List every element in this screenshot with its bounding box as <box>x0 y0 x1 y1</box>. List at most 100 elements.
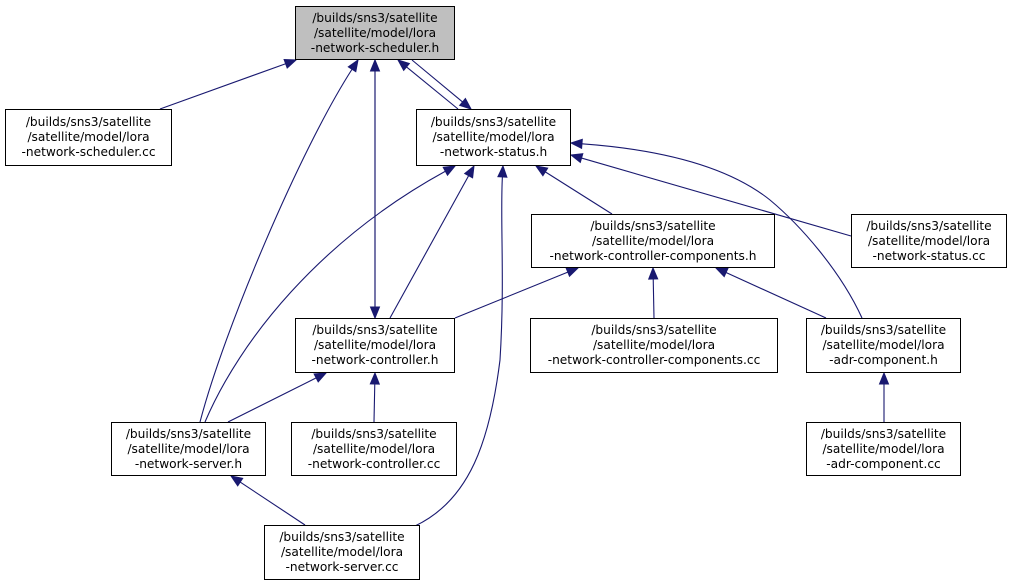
edge-line <box>199 68 353 423</box>
edge-line <box>159 63 286 110</box>
edge-line <box>581 157 852 237</box>
edge-line <box>454 271 569 319</box>
arrowhead <box>313 372 328 383</box>
file-node-status-h[interactable]: /builds/sns3/satellite/satellite/model/l… <box>416 109 571 166</box>
file-path-line: /builds/sns3/satellite <box>590 218 716 233</box>
file-path-line: -network-server.cc <box>285 560 399 574</box>
file-path-line: /satellite/model/lora <box>591 233 715 248</box>
file-path-line: /satellite/model/lora <box>313 25 437 40</box>
edge-line <box>389 175 470 319</box>
edge-adr-h-to-ctrl-comp-h <box>714 267 827 319</box>
edge-line <box>652 278 655 319</box>
edge-status-cc-to-status-h <box>569 153 852 237</box>
edge-line <box>581 143 863 319</box>
file-path-line: /satellite/model/lora <box>127 441 250 456</box>
file-path-line: /satellite/model/lora <box>822 441 945 456</box>
edge-line <box>373 383 376 423</box>
file-path-line: /builds/sns3/satellite <box>866 218 992 233</box>
edge-line <box>545 171 613 215</box>
file-node-status-cc[interactable]: /builds/sns3/satellite/satellite/model/l… <box>851 214 1007 268</box>
file-path-line: /builds/sns3/satellite <box>430 115 557 129</box>
edge-ctrl-comp-cc-to-ctrl-comp-h <box>647 266 659 319</box>
file-path-line: /satellite/model/lora <box>313 338 437 352</box>
arrowhead <box>878 371 890 385</box>
edge-server-h-to-status-h <box>204 165 457 423</box>
arrowhead <box>347 58 359 73</box>
file-path-line: /satellite/model/lora <box>312 441 436 456</box>
edge-server-h-to-controller-h <box>227 372 328 423</box>
file-path-line: -adr-component.cc <box>826 456 941 471</box>
edge-scheduler-h-to-controller-h <box>369 60 381 320</box>
arrowhead <box>442 165 457 177</box>
edge-controller-h-to-ctrl-comp-h <box>454 267 580 319</box>
file-node-adr-cc[interactable]: /builds/sns3/satellite/satellite/model/l… <box>806 422 961 476</box>
edge-line <box>411 59 463 103</box>
file-path-line: /builds/sns3/satellite <box>125 426 252 441</box>
edge-line <box>725 272 827 319</box>
file-path-line: /satellite/model/lora <box>280 545 404 559</box>
edge-controller-h-to-status-h <box>389 164 475 319</box>
file-path-line: -network-controller.cc <box>307 456 441 471</box>
file-path-line: -adr-component.h <box>829 353 938 367</box>
file-path-line: -network-status.cc <box>872 248 986 263</box>
file-path-line: /satellite/model/lora <box>867 233 991 248</box>
file-node-scheduler-h: /builds/sns3/satellite/satellite/model/l… <box>295 6 455 60</box>
arrowhead <box>534 165 549 177</box>
arrowhead <box>569 138 583 150</box>
arrowhead <box>569 153 584 164</box>
arrowhead <box>369 306 381 320</box>
edge-status-h-to-scheduler-h <box>396 59 459 110</box>
file-node-server-h[interactable]: /builds/sns3/satellite/satellite/model/l… <box>111 422 266 476</box>
file-node-ctrl-comp-cc[interactable]: /builds/sns3/satellite/satellite/model/l… <box>530 318 778 373</box>
edge-line <box>406 66 459 110</box>
file-node-controller-cc[interactable]: /builds/sns3/satellite/satellite/model/l… <box>291 422 457 476</box>
arrowhead <box>458 97 473 110</box>
file-path-line: -network-scheduler.cc <box>21 145 156 159</box>
arrowhead <box>647 266 659 280</box>
file-path-line: /builds/sns3/satellite <box>820 426 947 441</box>
file-path-line: -network-controller.h <box>311 353 439 367</box>
file-path-line: -network-controller-components.cc <box>547 353 761 367</box>
file-node-controller-h[interactable]: /builds/sns3/satellite/satellite/model/l… <box>295 318 455 373</box>
arrowhead <box>396 59 411 72</box>
file-path-line: /satellite/model/lora <box>592 338 716 352</box>
file-path-line: /builds/sns3/satellite <box>820 323 947 337</box>
edge-line <box>239 481 306 526</box>
file-path-line: /builds/sns3/satellite <box>279 530 405 544</box>
edge-line <box>414 176 503 527</box>
edge-ctrl-comp-h-to-status-h <box>534 165 613 215</box>
edge-line <box>227 377 317 423</box>
edge-server-cc-to-status-h <box>414 164 508 527</box>
edge-line <box>204 170 446 423</box>
edge-scheduler-cc-to-scheduler-h <box>159 58 298 110</box>
edge-controller-cc-to-controller-h <box>369 371 381 423</box>
arrowhead <box>283 58 298 69</box>
file-path-line: -network-scheduler.h <box>310 40 440 55</box>
file-path-line: /builds/sns3/satellite <box>311 426 437 441</box>
edge-adr-h-to-status-h <box>569 138 863 319</box>
file-path-line: -network-status.h <box>439 145 548 159</box>
file-path-line: -network-server.h <box>134 456 243 471</box>
file-path-line: -network-controller-components.h <box>549 248 757 263</box>
edge-scheduler-h-to-status-h <box>411 59 473 110</box>
arrowhead <box>369 371 381 385</box>
file-path-line: /builds/sns3/satellite <box>312 323 438 337</box>
file-node-server-cc[interactable]: /builds/sns3/satellite/satellite/model/l… <box>264 525 420 580</box>
file-path-line: /builds/sns3/satellite <box>312 10 438 25</box>
file-path-line: /builds/sns3/satellite <box>591 323 717 337</box>
arrowhead <box>229 475 244 487</box>
arrowhead <box>714 267 729 278</box>
file-path-line: /satellite/model/lora <box>432 130 555 144</box>
file-path-line: /satellite/model/lora <box>822 338 945 352</box>
file-path-line: /builds/sns3/satellite <box>25 115 152 129</box>
file-path-line: /satellite/model/lora <box>27 130 150 144</box>
arrowhead <box>463 164 475 179</box>
edge-server-h-to-scheduler-h <box>199 58 359 423</box>
edge-adr-cc-to-adr-h <box>878 371 890 422</box>
file-node-ctrl-comp-h[interactable]: /builds/sns3/satellite/satellite/model/l… <box>531 214 775 268</box>
file-node-adr-h[interactable]: /builds/sns3/satellite/satellite/model/l… <box>806 318 961 373</box>
arrowhead <box>497 164 508 178</box>
file-node-scheduler-cc[interactable]: /builds/sns3/satellite/satellite/model/l… <box>5 109 172 166</box>
